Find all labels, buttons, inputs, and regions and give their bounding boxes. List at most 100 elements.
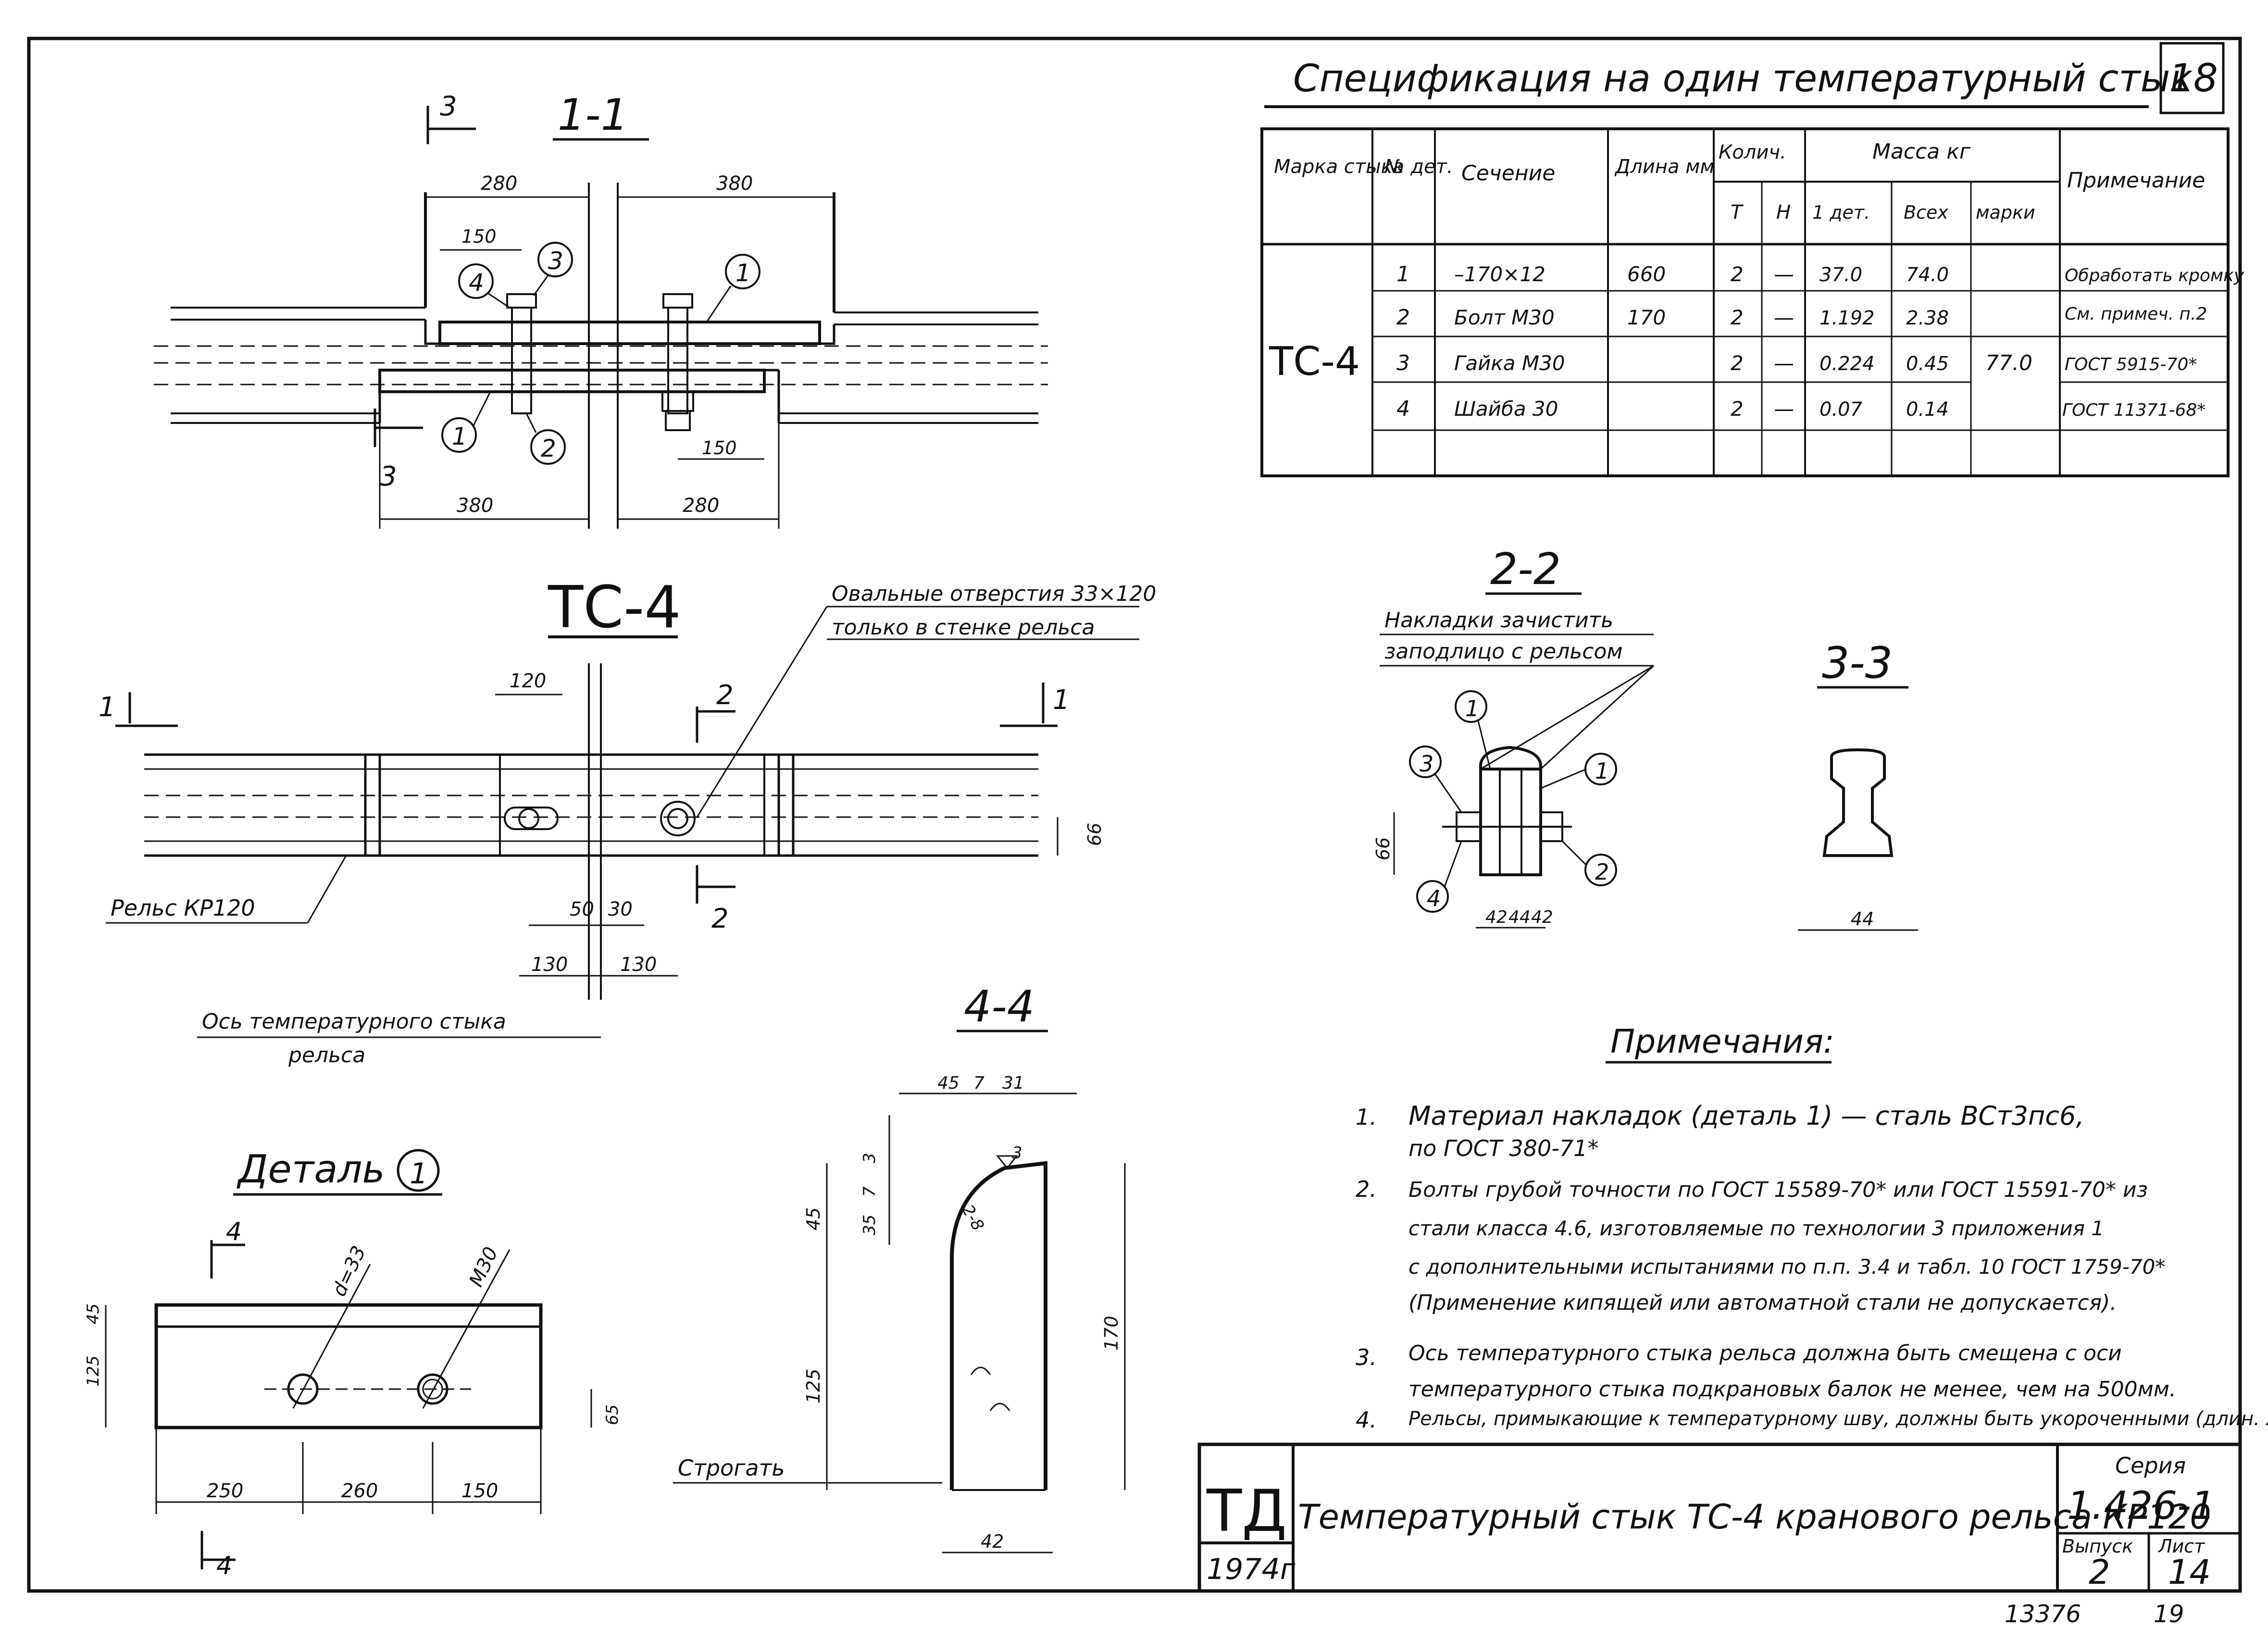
svg-text:ГОСТ 5915-70*: ГОСТ 5915-70* [2065, 355, 2197, 374]
svg-text:1: 1 [1595, 758, 1609, 784]
svg-text:Материал накладок (деталь 1) —: Материал накладок (деталь 1) — сталь ВСт… [1408, 1101, 2084, 1131]
svg-text:0.224: 0.224 [1819, 353, 1875, 375]
callout-1: 1 [706, 254, 760, 323]
hdr-length: Длина мм [1614, 156, 1715, 178]
svg-text:45: 45 [803, 1207, 824, 1230]
svg-text:1: 1 [452, 422, 467, 450]
notes-title: Примечания: [1610, 1023, 1834, 1061]
svg-text:заподлицо с рельсом: заподлицо с рельсом [1384, 639, 1623, 664]
svg-text:4: 4 [1427, 885, 1441, 911]
svg-text:2: 2 [711, 903, 729, 934]
svg-text:по ГОСТ 380-71*: по ГОСТ 380-71* [1408, 1135, 1598, 1161]
svg-text:0.45: 0.45 [1906, 353, 1949, 375]
svg-text:0.14: 0.14 [1906, 398, 1949, 421]
sheet-number-box [2159, 42, 2225, 114]
section-4-4: 4-4 45 7 31 3 7 35 45 125 170 42 3 2-8 С… [673, 982, 1126, 1553]
callout-4: 4 [1416, 841, 1462, 913]
svg-text:7: 7 [860, 1186, 879, 1197]
svg-text:150: 150 [461, 226, 497, 247]
hdr-mass-one: 1 дет. [1812, 202, 1870, 223]
svg-text:Ось температурного стыка: Ось температурного стыка [202, 1009, 506, 1034]
footer-page: 19 [2154, 1600, 2184, 1628]
svg-text:ГОСТ 11371-68*: ГОСТ 11371-68* [2062, 400, 2206, 420]
svg-text:45: 45 [937, 1073, 960, 1093]
section-3-3-title: 3-3 [1822, 638, 1893, 688]
svg-text:1: 1 [1396, 262, 1410, 286]
stamp-td: ТД [1206, 1478, 1287, 1545]
svg-text:Накладки зачистить: Накладки зачистить [1384, 608, 1613, 633]
svg-text:125: 125 [84, 1355, 103, 1387]
svg-text:66: 66 [1084, 823, 1105, 846]
svg-text:120: 120 [510, 670, 546, 692]
svg-text:1: 1 [1053, 684, 1070, 716]
svg-text:170: 170 [1627, 306, 1666, 329]
svg-text:45: 45 [84, 1304, 103, 1324]
detail-1-title: Деталь [237, 1147, 385, 1192]
section-3-3: 3-3 44 [1798, 638, 1918, 931]
svg-text:3: 3 [380, 461, 397, 492]
hdr-mass-all: Всех [1904, 202, 1948, 223]
svg-text:31: 31 [1002, 1073, 1024, 1093]
tc4-title: ТС-4 [548, 574, 681, 641]
svg-text:660: 660 [1627, 262, 1666, 286]
section-1-1-title: 1-1 [558, 90, 628, 140]
svg-text:42: 42 [1485, 907, 1508, 927]
svg-text:Болты грубой точности по ГОСТ: Болты грубой точности по ГОСТ 15589-70* … [1408, 1178, 2148, 1202]
svg-text:с дополнительными испытаниями: с дополнительными испытаниями по п.п. 3.… [1408, 1255, 2165, 1279]
svg-text:только в стенке рельса: только в стенке рельса [832, 615, 1095, 640]
archive-number: 13376 [2005, 1600, 2081, 1628]
svg-text:7: 7 [973, 1073, 984, 1093]
svg-text:130: 130 [531, 954, 568, 976]
svg-text:280: 280 [481, 173, 517, 195]
svg-text:Гайка М30: Гайка М30 [1454, 351, 1565, 375]
svg-text:2: 2 [1731, 262, 1744, 286]
stamp-issue-label: Выпуск [2062, 1536, 2133, 1557]
svg-text:1: 1 [410, 1157, 428, 1191]
svg-text:380: 380 [457, 495, 493, 517]
svg-text:1: 1 [735, 259, 751, 287]
svg-text:рельса: рельса [288, 1043, 365, 1068]
svg-text:Ось температурного стыка рельс: Ось температурного стыка рельса должна б… [1408, 1341, 2122, 1366]
svg-text:4: 4 [226, 1218, 242, 1246]
svg-text:2.: 2. [1356, 1176, 1377, 1202]
spec-title: Спецификация на один температурный стык [1293, 57, 2193, 100]
callout-3: 3 [1409, 745, 1462, 813]
svg-text:35: 35 [860, 1215, 879, 1235]
hdr-qty: Колич. [1719, 141, 1786, 163]
section-2-2: 2-2 Накладки зачистить заподлицо с рельс… [1372, 544, 1655, 929]
hdr-num: № дет. [1383, 156, 1453, 178]
svg-text:250: 250 [207, 1480, 243, 1502]
svg-text:3.: 3. [1356, 1344, 1377, 1370]
svg-text:42: 42 [981, 1531, 1004, 1552]
callout-3: 3 [533, 242, 573, 296]
svg-text:Обработать кромку: Обработать кромку [2065, 266, 2244, 286]
svg-text:2: 2 [1595, 859, 1609, 885]
sheet-number: 18 [2169, 56, 2218, 100]
svg-text:130: 130 [620, 954, 657, 976]
callout-2: 2 [1561, 840, 1617, 886]
section-4-4-title: 4-4 [964, 982, 1034, 1032]
callout-1b: 1 [1540, 753, 1617, 789]
svg-text:Рельсы, примыкающие к температ: Рельсы, примыкающие к температурному шву… [1408, 1408, 2268, 1430]
svg-text:—: — [1774, 351, 1794, 375]
svg-text:42: 42 [1531, 907, 1553, 927]
svg-text:4: 4 [1396, 397, 1410, 421]
svg-text:(Применение кипящей или автома: (Применение кипящей или автоматной стали… [1408, 1291, 2117, 1315]
svg-text:M30: M30 [465, 1243, 502, 1290]
hdr-qty-n: Н [1776, 201, 1791, 224]
svg-text:температурного стыка подкранов: температурного стыка подкрановых балок н… [1408, 1377, 2176, 1402]
svg-text:Строгать: Строгать [678, 1455, 785, 1481]
svg-text:—: — [1774, 262, 1794, 286]
stamp-year: 1974г [1207, 1553, 1296, 1586]
svg-text:4.: 4. [1356, 1407, 1377, 1433]
stamp-sheet: 14 [2168, 1553, 2211, 1592]
svg-text:50: 50 [570, 898, 594, 920]
svg-text:44: 44 [1508, 907, 1531, 927]
callout-1b: 1 [441, 391, 491, 453]
svg-text:2: 2 [1396, 305, 1410, 330]
svg-text:Рельс КР120: Рельс КР120 [111, 895, 255, 921]
title-block: ТД 1974г Температурный стык ТС-4 краново… [1197, 1442, 2242, 1593]
svg-text:380: 380 [716, 173, 753, 195]
svg-text:Болт М30: Болт М30 [1454, 306, 1555, 329]
svg-text:3: 3 [1396, 351, 1410, 375]
